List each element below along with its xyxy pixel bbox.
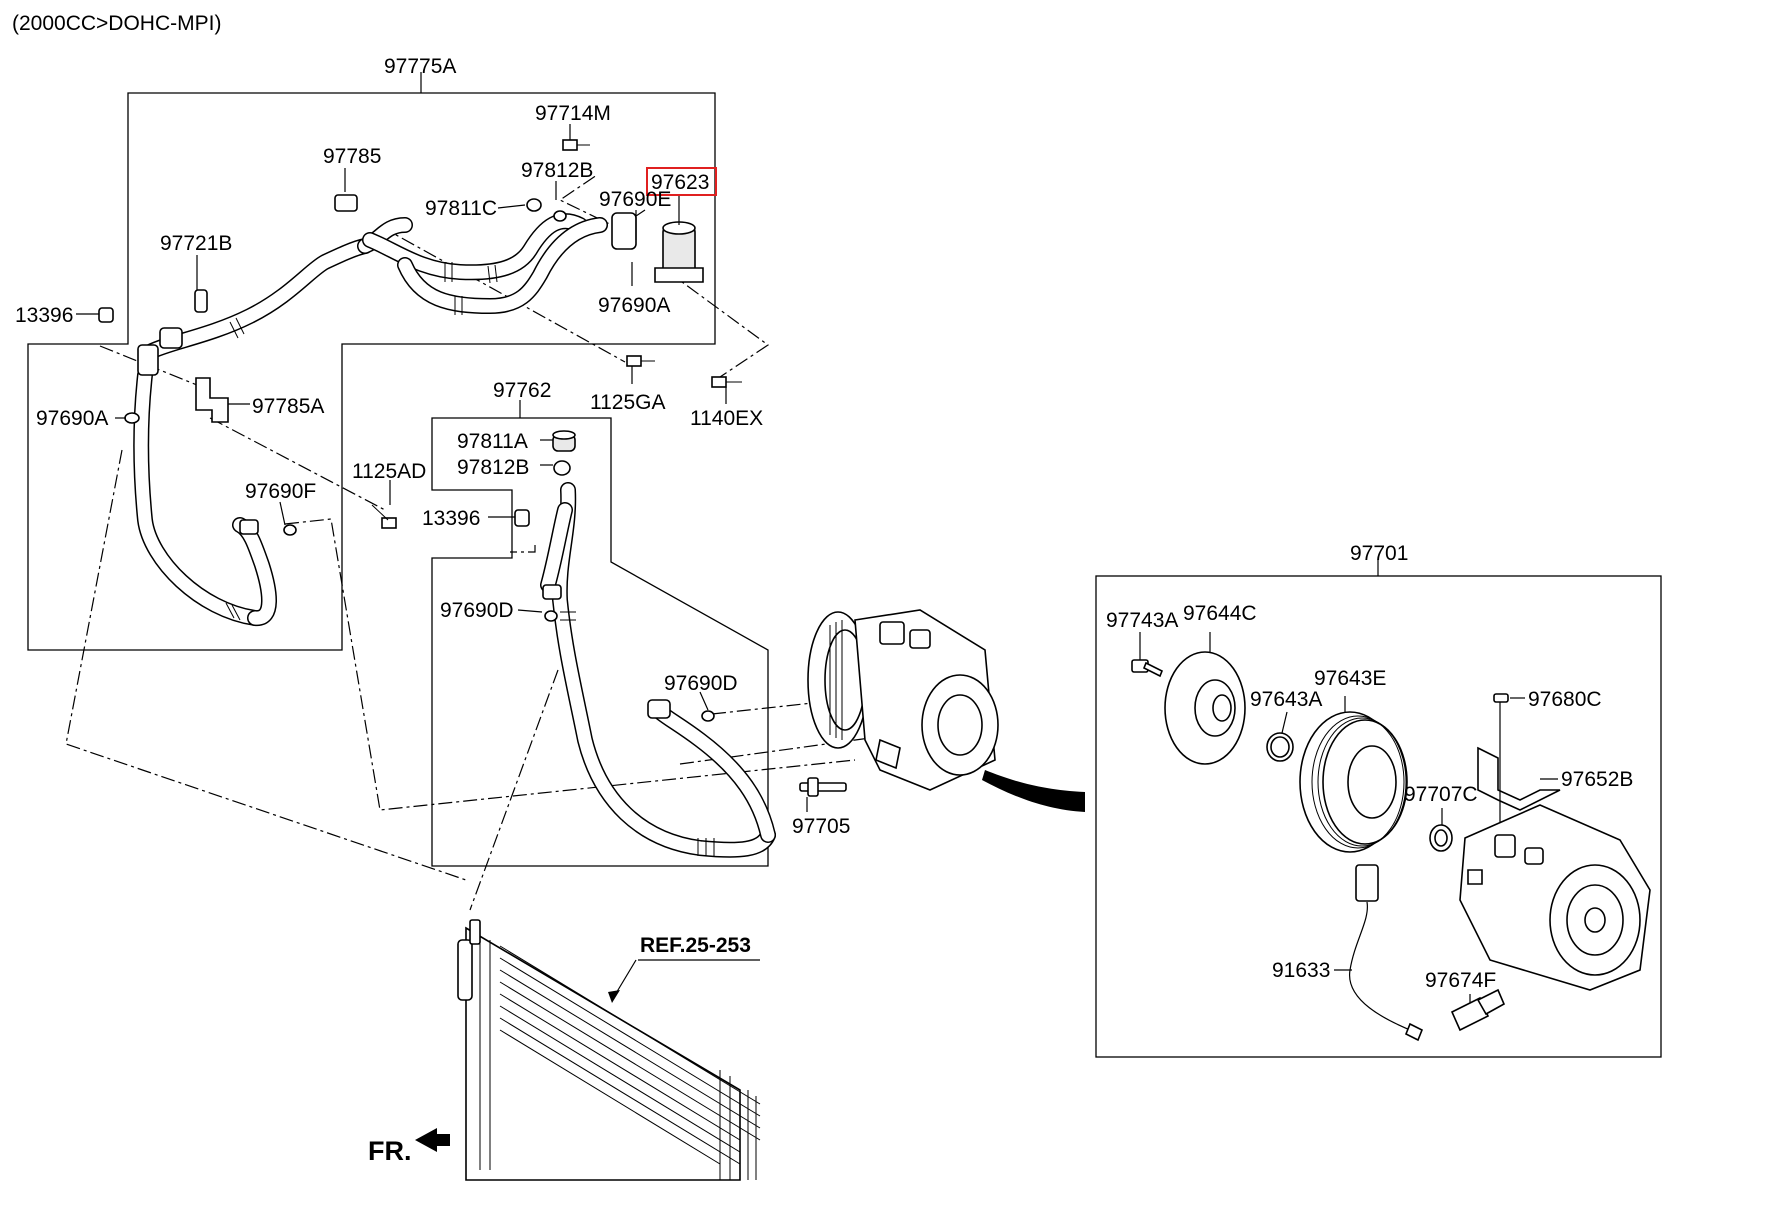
highlight-box-97623 — [646, 167, 717, 196]
label-97690a-left[interactable]: 97690A — [36, 407, 108, 430]
hose-assembly-box-97775a — [27, 92, 716, 651]
label-13396-top[interactable]: 13396 — [15, 304, 73, 327]
label-97701[interactable]: 97701 — [1350, 542, 1408, 565]
label-97785a[interactable]: 97785A — [252, 395, 324, 418]
label-97785[interactable]: 97785 — [323, 145, 381, 168]
label-91633[interactable]: 91633 — [1272, 959, 1330, 982]
label-1125ga[interactable]: 1125GA — [590, 391, 666, 414]
label-97775a[interactable]: 97775A — [384, 55, 456, 78]
label-13396-mid[interactable]: 13396 — [422, 507, 480, 530]
label-97707c[interactable]: 97707C — [1404, 783, 1478, 806]
label-97644c[interactable]: 97644C — [1183, 602, 1257, 625]
label-97690f[interactable]: 97690F — [245, 480, 316, 503]
label-97721b[interactable]: 97721B — [160, 232, 232, 255]
leader-arrow — [982, 770, 1085, 812]
label-97714m[interactable]: 97714M — [535, 102, 611, 125]
label-97690a-top[interactable]: 97690A — [598, 294, 670, 317]
label-ref-25-253[interactable]: REF.25-253 — [640, 934, 751, 957]
top-hardware — [98, 139, 742, 536]
label-97812b-mid[interactable]: 97812B — [457, 456, 529, 479]
label-97674f[interactable]: 97674F — [1425, 969, 1496, 992]
compressor-assembly-center — [807, 609, 1085, 812]
engine-spec-note: (2000CC>DOHC-MPI) — [12, 12, 221, 35]
compressor-detail-parts — [1131, 651, 1651, 1042]
label-97652b[interactable]: 97652B — [1561, 768, 1633, 791]
label-97680c[interactable]: 97680C — [1528, 688, 1602, 711]
discharge-hose-97762 — [514, 430, 847, 858]
label-front: FR. — [368, 1136, 412, 1166]
label-97812b-top[interactable]: 97812B — [521, 159, 593, 182]
receiver-drier-97623 — [654, 221, 704, 283]
condenser-ref-25-253 — [415, 919, 761, 1181]
label-97623[interactable]: 97623 — [651, 171, 709, 194]
label-97705[interactable]: 97705 — [792, 815, 850, 838]
suction-hose-assembly — [133, 194, 637, 626]
front-arrow-icon — [415, 1128, 450, 1152]
label-97762[interactable]: 97762 — [493, 379, 551, 402]
label-97811c[interactable]: 97811C — [425, 197, 497, 220]
discharge-hose-box-97762 — [431, 417, 769, 867]
label-97690d-left[interactable]: 97690D — [440, 599, 514, 622]
label-1140ex[interactable]: 1140EX — [690, 407, 763, 430]
label-97811a[interactable]: 97811A — [457, 430, 528, 453]
label-97690e[interactable]: 97690E — [599, 188, 671, 211]
label-97743a[interactable]: 97743A — [1106, 609, 1178, 632]
leader-lines — [76, 124, 1558, 1003]
label-1125ad[interactable]: 1125AD — [352, 460, 426, 483]
label-97643e[interactable]: 97643E — [1314, 667, 1386, 690]
label-97643a[interactable]: 97643A — [1250, 688, 1322, 711]
part-labels: 97775A 97714M 97785 97812B 97623 97811C … — [15, 55, 1633, 1166]
label-97690d-right[interactable]: 97690D — [664, 672, 738, 695]
